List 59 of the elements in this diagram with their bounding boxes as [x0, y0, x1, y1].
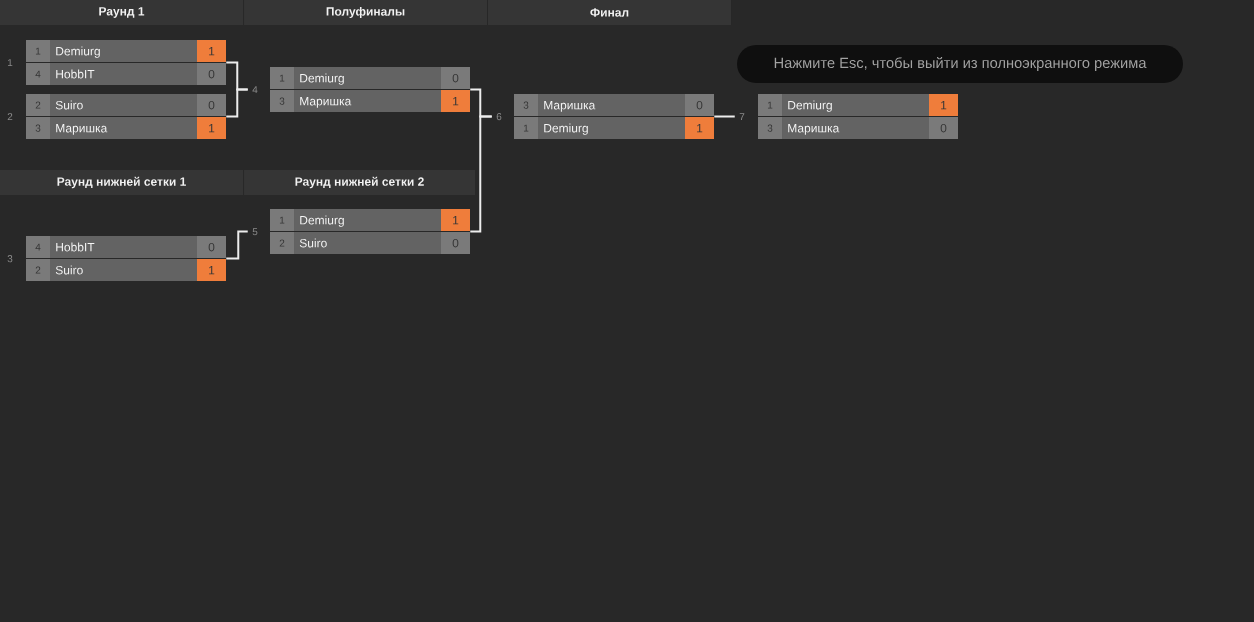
player-name-cell: Demiurg: [782, 94, 929, 116]
node-label: Полуфиналы: [326, 6, 405, 19]
score-cell: 1: [441, 90, 470, 112]
column-header: Раунд 1: [0, 0, 243, 25]
node-label: Раунд 1: [99, 7, 145, 18]
player-name-cell: HobbIT: [50, 236, 197, 258]
column-header: Раунд нижней сетки 1: [0, 170, 243, 195]
bracket-line: [225, 88, 249, 118]
node-label: Раунд нижней сетки 2: [295, 176, 424, 189]
player-name-cell: Demiurg: [294, 209, 441, 231]
score-cell: 0: [685, 94, 714, 116]
match-number: 3: [7, 255, 13, 263]
seed-cell: 2: [26, 94, 50, 116]
seed-cell: 2: [270, 232, 294, 254]
player-name-cell: Маришка: [294, 90, 441, 112]
match-number: 6: [496, 113, 502, 121]
node-label: Раунд нижней сетки 1: [57, 176, 186, 189]
player-name-cell: Demiurg: [50, 40, 197, 62]
match-number: 2: [7, 113, 13, 121]
score-cell: 0: [441, 232, 470, 254]
match-number: 4: [252, 86, 258, 94]
score-cell: 1: [197, 117, 226, 139]
player-name-cell: Demiurg: [294, 67, 441, 89]
player-name-cell: HobbIT: [50, 63, 197, 85]
seed-cell: 4: [26, 236, 50, 258]
score-cell: 1: [197, 40, 226, 62]
score-cell: 0: [197, 63, 226, 85]
player-name-cell: Маришка: [782, 117, 929, 139]
match-number: 1: [7, 59, 13, 67]
match-number: 5: [252, 228, 258, 236]
match-number: 7: [739, 113, 745, 121]
column-header: Финал: [488, 0, 731, 25]
seed-cell: 3: [758, 117, 782, 139]
node-label: Финал: [590, 8, 629, 17]
bracket-line: [469, 115, 493, 233]
score-cell: 1: [685, 117, 714, 139]
player-name-cell: Suiro: [50, 94, 197, 116]
player-name-cell: Demiurg: [538, 117, 685, 139]
player-name-cell: Suiro: [50, 259, 197, 281]
score-cell: 1: [441, 209, 470, 231]
score-cell: 1: [197, 259, 226, 281]
player-name-cell: Маришка: [50, 117, 197, 139]
score-cell: 0: [197, 236, 226, 258]
player-name-cell: Маришка: [538, 94, 685, 116]
player-name-cell: Suiro: [294, 232, 441, 254]
seed-cell: 3: [270, 90, 294, 112]
bracket-line: [713, 115, 736, 118]
seed-cell: 2: [26, 259, 50, 281]
score-cell: 0: [441, 67, 470, 89]
seed-cell: 3: [26, 117, 50, 139]
seed-cell: 3: [514, 94, 538, 116]
score-cell: 1: [929, 94, 958, 116]
column-header: Раунд нижней сетки 2: [244, 170, 475, 195]
score-cell: 0: [929, 117, 958, 139]
score-cell: 0: [197, 94, 226, 116]
notification-toast: Нажмите Esc, чтобы выйти из полноэкранного режима: [737, 45, 1183, 83]
seed-cell: 4: [26, 63, 50, 85]
bracket-line: [225, 230, 249, 260]
column-header: Полуфиналы: [244, 0, 487, 25]
